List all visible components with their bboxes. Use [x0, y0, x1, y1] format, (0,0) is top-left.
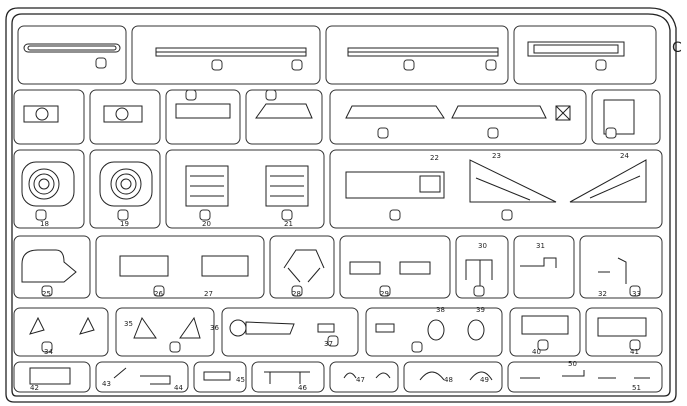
part-number: 49 — [480, 376, 489, 384]
part-x-box — [555, 105, 571, 121]
part-lever — [598, 257, 627, 284]
part-bar — [23, 43, 121, 53]
part-number: 20 — [202, 220, 211, 228]
part-hook — [520, 257, 557, 268]
part-bracket — [23, 105, 59, 123]
row-5 — [13, 307, 663, 357]
part-number: 29 — [380, 290, 389, 298]
part-cap — [29, 367, 71, 385]
part-block — [399, 261, 431, 275]
part-number: 42 — [30, 384, 39, 392]
part-seat — [119, 255, 169, 277]
part-clip — [283, 249, 325, 283]
sprue-inner-frame — [11, 13, 671, 397]
part-number: 35 — [124, 320, 133, 328]
part-number: 45 — [236, 376, 245, 384]
part-mudguard — [21, 249, 77, 283]
part-rod — [264, 371, 310, 384]
part-brace — [133, 316, 157, 339]
part-number: 33 — [632, 290, 641, 298]
part-block — [349, 261, 381, 275]
part-brace — [179, 316, 201, 339]
part-wheel — [99, 161, 153, 207]
part-number: 44 — [174, 384, 183, 392]
part-linkage — [113, 367, 171, 385]
part-number: 22 — [430, 154, 439, 162]
part-brace — [29, 316, 95, 335]
part-panel — [345, 171, 445, 199]
part-number: 48 — [444, 376, 453, 384]
part-number-labels: 18 19 20 21 22 23 24 25 26 27 28 29 30 3… — [30, 152, 641, 392]
row-1 — [17, 25, 657, 85]
part-number: 39 — [476, 306, 485, 314]
part-plate — [175, 103, 231, 119]
row-3 — [13, 149, 663, 229]
row-4 — [13, 235, 663, 299]
row-6 — [13, 361, 663, 393]
part-bracket — [103, 105, 143, 123]
part-number: 38 — [436, 306, 445, 314]
part-number: 25 — [42, 290, 51, 298]
part-mirror — [343, 372, 391, 379]
gates — [35, 57, 641, 353]
part-number: 18 — [40, 220, 49, 228]
part-number: 26 — [154, 290, 163, 298]
part-number: 27 — [204, 290, 213, 298]
sprue-frame — [5, 7, 677, 403]
part-wedge — [469, 159, 557, 203]
part-strip — [451, 105, 547, 119]
part-number: 41 — [630, 348, 639, 356]
sprue-letter: C — [672, 40, 682, 56]
part-number: 31 — [536, 242, 545, 250]
part-number: 43 — [102, 380, 111, 388]
part-hook — [465, 259, 493, 286]
part-lamp — [427, 319, 445, 341]
part-number: 36 — [210, 324, 219, 332]
part-wedge — [569, 159, 647, 203]
part-strip — [345, 105, 445, 119]
part-lever-arm — [229, 319, 247, 337]
part-number: 24 — [620, 152, 629, 160]
part-lamp — [467, 319, 485, 341]
part-louver — [185, 165, 229, 207]
part-case — [597, 317, 647, 337]
part-wheel — [21, 161, 75, 207]
part-case — [521, 315, 569, 335]
part-pin — [203, 371, 231, 381]
part-tab — [317, 323, 335, 333]
part-number: 28 — [292, 290, 301, 298]
part-box — [603, 99, 635, 135]
part-number: 50 — [568, 360, 577, 368]
part-number: 21 — [284, 220, 293, 228]
part-plate — [255, 103, 313, 119]
part-number: 37 — [324, 340, 333, 348]
part-number: 40 — [532, 348, 541, 356]
part-number: 19 — [120, 220, 129, 228]
part-mirror — [419, 371, 493, 381]
part-number: 32 — [598, 290, 607, 298]
part-number: 30 — [478, 242, 487, 250]
part-louver — [265, 165, 309, 207]
part-small-fittings — [520, 370, 650, 379]
part-number: 46 — [298, 384, 307, 392]
part-number: 23 — [492, 152, 501, 160]
row-2 — [13, 89, 661, 145]
part-number: 51 — [632, 384, 641, 392]
part-number: 47 — [356, 376, 365, 384]
part-number: 34 — [44, 348, 53, 356]
part-grille — [527, 41, 625, 57]
part-seat — [201, 255, 249, 277]
